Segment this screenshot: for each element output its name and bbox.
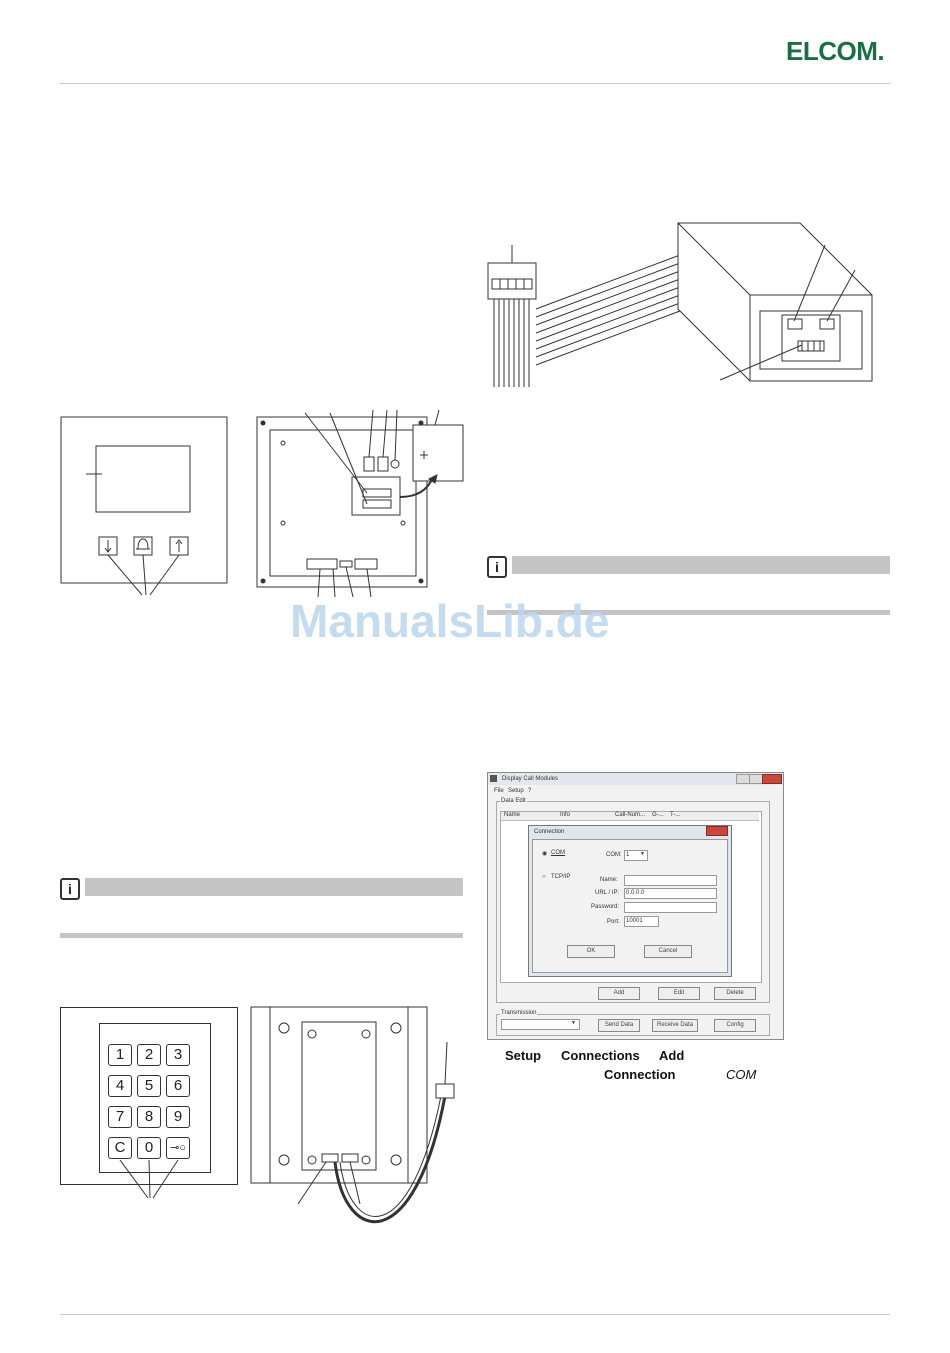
menu-setup[interactable]: Setup bbox=[508, 788, 524, 794]
column-t[interactable]: T-... bbox=[670, 812, 681, 818]
cancel-button[interactable]: Cancel bbox=[644, 945, 692, 958]
password-label: Password: bbox=[591, 904, 620, 910]
dialog-title: Connection bbox=[534, 829, 565, 835]
name-field[interactable] bbox=[624, 875, 717, 886]
minimize-button[interactable] bbox=[736, 774, 750, 784]
keypad-module-back-drawing bbox=[250, 1006, 455, 1224]
receive-data-button[interactable]: Receive Data bbox=[652, 1019, 698, 1032]
menu-file[interactable]: File bbox=[494, 788, 504, 794]
keypad-key: 9 bbox=[166, 1106, 190, 1128]
data-edit-label: Data Edit bbox=[500, 798, 527, 804]
caption-connections: Connections bbox=[561, 1048, 640, 1063]
app-icon bbox=[490, 775, 497, 782]
section-divider bbox=[60, 933, 463, 938]
caption-com: COM bbox=[726, 1067, 757, 1082]
radio-tcpip-label: TCP/IP bbox=[551, 874, 571, 880]
display-module-back-drawing bbox=[256, 409, 464, 598]
add-button[interactable]: Add bbox=[598, 987, 640, 1000]
caption-add: Add bbox=[659, 1048, 685, 1063]
password-field[interactable] bbox=[624, 902, 717, 913]
window-titlebar bbox=[488, 773, 783, 785]
com-port-select[interactable]: 1 bbox=[624, 850, 648, 861]
window-title: Display Call Modules bbox=[502, 776, 559, 782]
data-edit-group bbox=[496, 801, 770, 1003]
caption-connection: Connection bbox=[604, 1067, 676, 1082]
keypad-key: 8 bbox=[137, 1106, 161, 1128]
column-name[interactable]: Name bbox=[504, 812, 521, 818]
key-icon: ⊸○ bbox=[166, 1137, 190, 1159]
maximize-button[interactable] bbox=[749, 774, 763, 784]
keypad-key: 6 bbox=[166, 1075, 190, 1097]
transmission-group bbox=[496, 1014, 770, 1036]
close-icon[interactable] bbox=[762, 774, 782, 784]
footer-rule bbox=[60, 1314, 890, 1315]
transmission-select[interactable] bbox=[501, 1019, 580, 1030]
watermark-text: ManualsLib.de bbox=[290, 595, 610, 647]
column-call-number[interactable]: Call-Num... bbox=[615, 812, 646, 818]
info-icon: i bbox=[487, 556, 507, 578]
keypad-key: 5 bbox=[137, 1075, 161, 1097]
radio-tcpip[interactable]: ○ bbox=[542, 874, 546, 880]
port-field[interactable]: 10001 bbox=[624, 916, 659, 927]
name-label: Name: bbox=[600, 877, 618, 883]
radio-com[interactable]: ◉ bbox=[542, 851, 548, 857]
keypad-module-front bbox=[60, 1007, 238, 1185]
header-rule bbox=[60, 83, 890, 84]
delete-button[interactable]: Delete bbox=[714, 987, 756, 1000]
keypad-key: 1 bbox=[108, 1044, 132, 1066]
dialog-close-icon[interactable] bbox=[706, 826, 728, 836]
keypad-key: 0 bbox=[137, 1137, 161, 1159]
ok-button[interactable]: OK bbox=[567, 945, 615, 958]
column-g[interactable]: G-... bbox=[652, 812, 664, 818]
caption-setup: Setup bbox=[505, 1048, 542, 1063]
list-header bbox=[501, 812, 759, 821]
port-label: Port: bbox=[607, 919, 620, 925]
keypad-key: 7 bbox=[108, 1106, 132, 1128]
edit-button[interactable]: Edit bbox=[658, 987, 700, 1000]
config-button[interactable]: Config bbox=[714, 1019, 756, 1032]
elcom-logo: ELCOM. bbox=[786, 36, 885, 66]
menu-help[interactable]: ? bbox=[528, 788, 532, 794]
url-label: URL / IP: bbox=[595, 890, 620, 896]
display-module-front-drawing bbox=[60, 416, 228, 596]
keypad-key: C bbox=[108, 1137, 132, 1159]
info-note-bar bbox=[85, 878, 463, 896]
radio-com-label: COM bbox=[551, 850, 565, 856]
section-divider bbox=[487, 610, 890, 615]
url-field[interactable]: 0.0.0.0 bbox=[624, 888, 717, 899]
keypad-key: 2 bbox=[137, 1044, 161, 1066]
column-info[interactable]: Info bbox=[560, 812, 571, 818]
send-data-button[interactable]: Send Data bbox=[598, 1019, 640, 1032]
software-window: Display Call Modules File Setup ? Data E… bbox=[487, 772, 784, 1040]
info-note-bar bbox=[512, 556, 890, 574]
info-icon: i bbox=[60, 878, 80, 900]
transmission-label: Transmission bbox=[500, 1010, 538, 1016]
keypad-panel bbox=[99, 1023, 211, 1173]
keypad-key: 4 bbox=[108, 1075, 132, 1097]
rj45-adapter-drawing bbox=[487, 222, 873, 387]
keypad-key: 3 bbox=[166, 1044, 190, 1066]
chevron-down-icon[interactable]: ▼ bbox=[640, 851, 645, 857]
com-port-label: COM: bbox=[606, 852, 622, 858]
chevron-down-icon[interactable]: ▼ bbox=[571, 1020, 576, 1026]
keypad-leader-lines bbox=[119, 1159, 179, 1199]
